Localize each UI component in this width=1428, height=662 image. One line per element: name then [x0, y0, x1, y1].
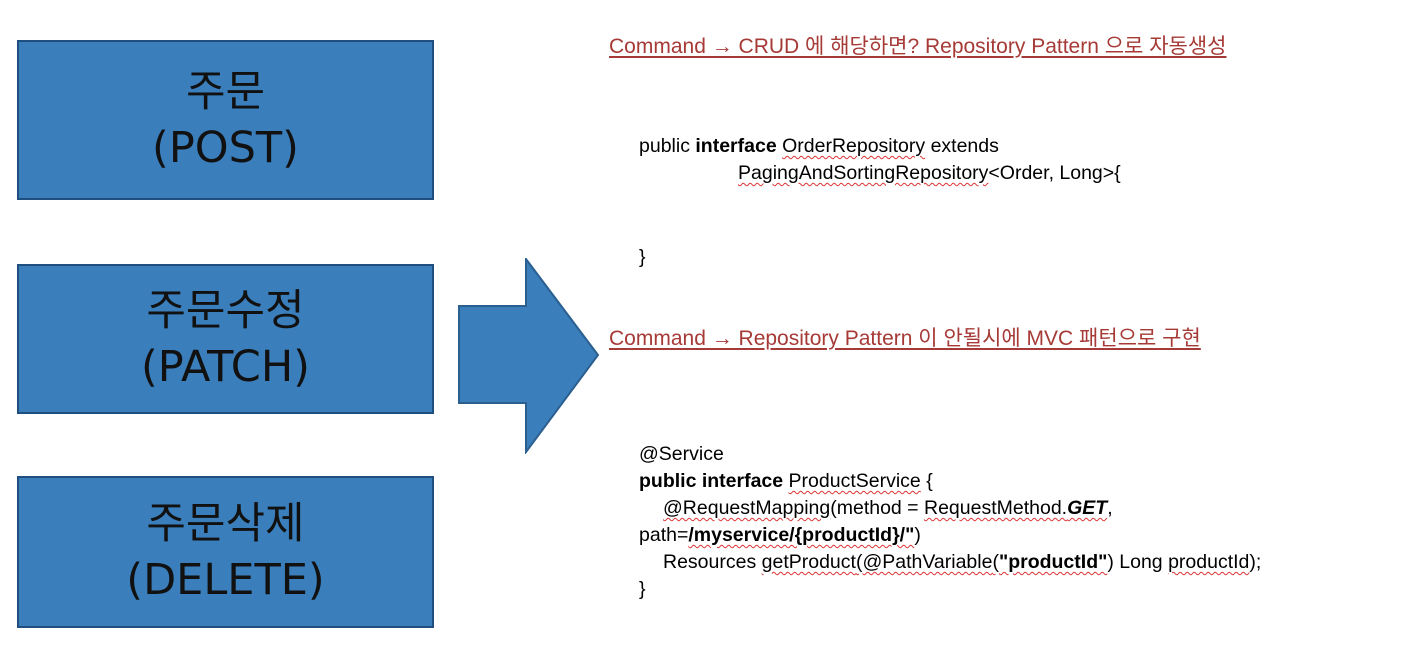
code-line: @RequestMapping(method = RequestMethod.G…: [663, 497, 1113, 519]
box-title: 주문수정: [146, 286, 305, 336]
code-line: @Service: [639, 443, 724, 465]
delete-order-box: 주문삭제 (DELETE): [17, 476, 434, 628]
heading-crud-repository: Command → CRUD 에 해당하면? Repository Patter…: [609, 35, 1227, 58]
code-line: path=/myservice/{productId}/"): [639, 524, 921, 546]
box-method: (PATCH): [141, 342, 310, 392]
heading-mvc-pattern: Command → Repository Pattern 이 안될시에 MVC …: [609, 327, 1201, 350]
post-order-box: 주문 (POST): [17, 40, 434, 200]
order-repository-code: public interface OrderRepository extends…: [639, 133, 1121, 187]
box-title: 주문: [185, 67, 266, 117]
product-service-code: @Service public interface ProductService…: [639, 441, 1261, 603]
right-arrow-icon: [458, 258, 600, 454]
box-method: (DELETE): [126, 555, 325, 605]
patch-order-box: 주문수정 (PATCH): [17, 264, 434, 414]
code-line: public interface OrderRepository extends: [639, 135, 999, 157]
code-line: public interface ProductService {: [639, 470, 933, 492]
code-closing-brace: }: [639, 246, 646, 268]
code-line: PagingAndSortingRepository<Order, Long>{: [738, 162, 1121, 184]
box-method: (POST): [152, 123, 299, 173]
code-line: }: [639, 578, 646, 600]
box-title: 주문삭제: [146, 499, 305, 549]
code-line: Resources getProduct(@PathVariable("prod…: [663, 551, 1262, 573]
